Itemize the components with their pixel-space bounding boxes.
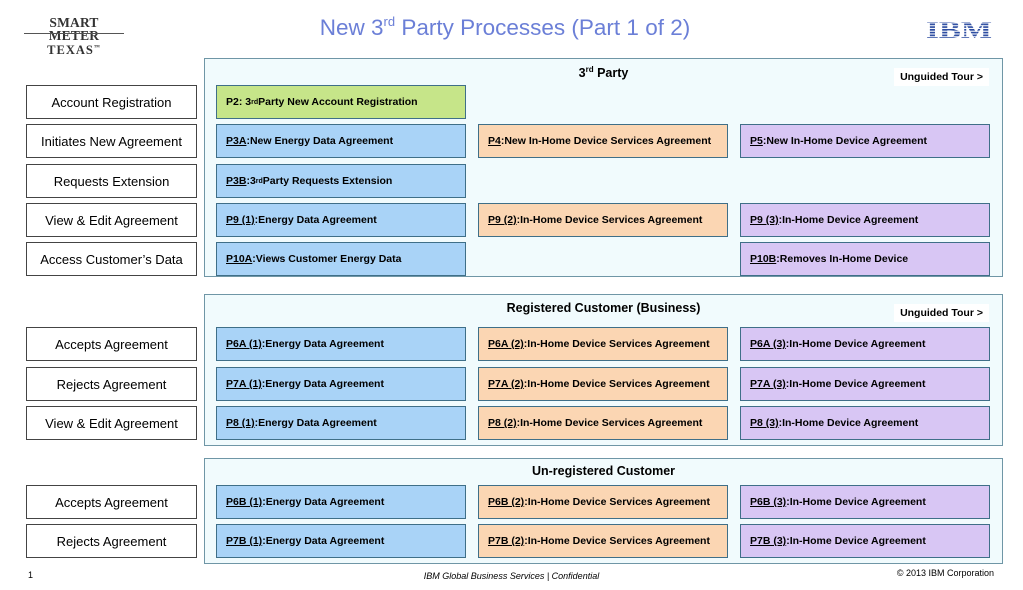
process-box[interactable]: P8 (3): In-Home Device Agreement xyxy=(740,406,990,440)
page-number: 1 xyxy=(28,570,34,580)
process-box[interactable]: P9 (3): In-Home Device Agreement xyxy=(740,203,990,237)
logo-line1: SMART METER xyxy=(48,15,100,43)
process-box[interactable]: P6A (2): In-Home Device Services Agreeme… xyxy=(478,327,728,361)
process-box[interactable]: P6B (1): Energy Data Agreement xyxy=(216,485,466,519)
process-box[interactable]: P4: New In-Home Device Services Agreemen… xyxy=(478,124,728,158)
process-box[interactable]: P7A (3): In-Home Device Agreement xyxy=(740,367,990,401)
process-box[interactable]: P7B (1): Energy Data Agreement xyxy=(216,524,466,558)
row-label-accepts-agreement: Accepts Agreement xyxy=(26,327,197,361)
process-box[interactable]: P8 (1): Energy Data Agreement xyxy=(216,406,466,440)
process-box[interactable]: P9 (1): Energy Data Agreement xyxy=(216,203,466,237)
process-box[interactable]: P3A: New Energy Data Agreement xyxy=(216,124,466,158)
process-box[interactable]: P6B (3): In-Home Device Agreement xyxy=(740,485,990,519)
process-box[interactable]: P6A (3): In-Home Device Agreement xyxy=(740,327,990,361)
row-label-access-customers-data: Access Customer’s Data xyxy=(26,242,197,276)
unguided-tour-link[interactable]: Unguided Tour > xyxy=(894,68,989,86)
panel-title: Un-registered Customer xyxy=(531,464,676,478)
logo-rule xyxy=(24,33,124,34)
unguided-tour-link[interactable]: Unguided Tour > xyxy=(894,304,989,322)
process-box[interactable]: P7A (2): In-Home Device Services Agreeme… xyxy=(478,367,728,401)
process-box[interactable]: P8 (2): In-Home Device Services Agreemen… xyxy=(478,406,728,440)
svg-text:IBM: IBM xyxy=(926,18,992,40)
row-label-initiates-new-agreement: Initiates New Agreement xyxy=(26,124,197,158)
smart-meter-texas-logo: SMART METER TEXAS™ xyxy=(24,16,124,56)
row-label-account-registration: Account Registration xyxy=(26,85,197,119)
logo-line2: TEXAS™ xyxy=(47,43,101,57)
row-label-view-edit-agreement: View & Edit Agreement xyxy=(26,203,197,237)
panel-title: 3rd Party xyxy=(578,65,629,80)
ibm-logo: IBM xyxy=(926,18,992,40)
row-label-accepts-agreement: Accepts Agreement xyxy=(26,485,197,519)
process-box[interactable]: P7A (1): Energy Data Agreement xyxy=(216,367,466,401)
process-box[interactable]: P7B (3): In-Home Device Agreement xyxy=(740,524,990,558)
process-box[interactable]: P5: New In-Home Device Agreement xyxy=(740,124,990,158)
process-box[interactable]: P7B (2): In-Home Device Services Agreeme… xyxy=(478,524,728,558)
footer-confidential: IBM Global Business Services | Confident… xyxy=(423,571,600,581)
page-title: New 3rd Party Processes (Part 1 of 2) xyxy=(319,14,691,40)
row-label-requests-extension: Requests Extension xyxy=(26,164,197,198)
process-box[interactable]: P10B: Removes In-Home Device xyxy=(740,242,990,276)
process-box[interactable]: P6B (2): In-Home Device Services Agreeme… xyxy=(478,485,728,519)
footer-copyright: © 2013 IBM Corporation xyxy=(896,568,994,578)
row-label-rejects-agreement: Rejects Agreement xyxy=(26,524,197,558)
process-box[interactable]: P9 (2): In-Home Device Services Agreemen… xyxy=(478,203,728,237)
process-box[interactable]: P10A: Views Customer Energy Data xyxy=(216,242,466,276)
row-label-rejects-agreement: Rejects Agreement xyxy=(26,367,197,401)
row-label-view-edit-agreement: View & Edit Agreement xyxy=(26,406,197,440)
panel-title: Registered Customer (Business) xyxy=(506,301,701,315)
process-box[interactable]: P6A (1): Energy Data Agreement xyxy=(216,327,466,361)
